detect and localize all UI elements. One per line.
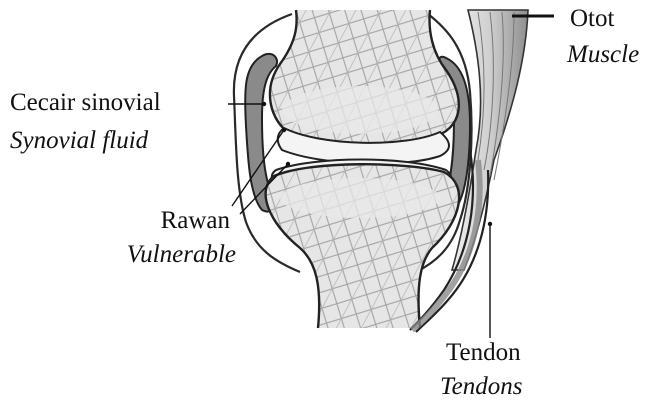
synovial-fluid-label-local: Cecair sinovial — [10, 89, 161, 116]
label-synovial-fluid: Cecair sinovial Synovial fluid — [10, 89, 161, 154]
label-cartilage: Rawan Vulnerable — [127, 207, 236, 268]
cartilage-label-local: Rawan — [161, 207, 231, 234]
synovial-fluid-label-english: Synovial fluid — [10, 127, 149, 154]
muscle-label-english: Muscle — [566, 41, 639, 68]
lower-bone — [266, 164, 459, 328]
tendon-label-local: Tendon — [446, 339, 521, 366]
label-muscle: Otot Muscle — [566, 5, 639, 68]
label-tendon: Tendon Tendons — [440, 339, 522, 400]
tendon-label-english: Tendons — [440, 373, 522, 400]
upper-bone — [270, 10, 459, 144]
cartilage-label-english: Vulnerable — [127, 241, 236, 268]
muscle-label-local: Otot — [570, 5, 615, 32]
